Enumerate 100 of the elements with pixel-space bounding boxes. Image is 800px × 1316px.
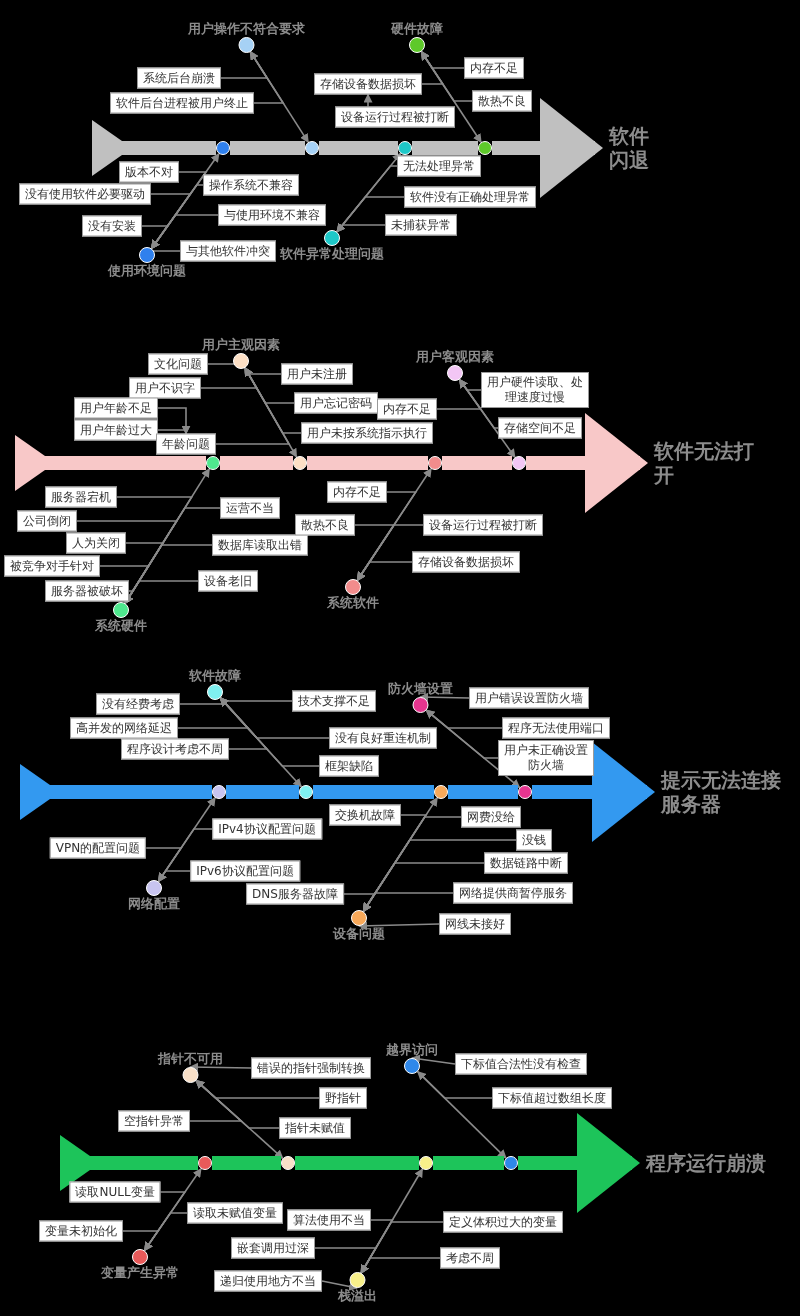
- cause-box: 内存不足: [377, 398, 437, 420]
- cause-box: 服务器被破坏: [45, 580, 129, 602]
- cause-box: 人为关闭: [66, 532, 126, 554]
- category-label: 变量产生异常: [101, 1265, 179, 1281]
- effect-label: 提示无法连接服务器: [655, 768, 796, 816]
- junction-dot: [419, 1156, 433, 1170]
- cause-box: 没有安装: [82, 215, 142, 237]
- cause-box: 软件没有正确处理异常: [404, 186, 536, 208]
- category-label: 用户主观因素: [202, 337, 280, 353]
- cause-box: 没有良好重连机制: [329, 727, 437, 749]
- cause-box: 用户错误设置防火墙: [469, 687, 589, 709]
- spine-line: [295, 1156, 419, 1170]
- spine-line: [313, 785, 434, 799]
- arrow: [244, 367, 302, 434]
- cause-box: 高并发的网络延迟: [70, 717, 178, 739]
- cause-box: 嵌套调用过深: [231, 1237, 315, 1259]
- category-label: 设备问题: [333, 926, 385, 942]
- bone-arrow: [249, 50, 309, 143]
- bone-arrow: [195, 1079, 284, 1160]
- cause-box: 变量未初始化: [39, 1220, 123, 1242]
- cause-box: 散热不良: [472, 90, 532, 112]
- cause-box: 内存不足: [327, 481, 387, 503]
- cause-box: 年龄问题: [156, 433, 216, 455]
- cause-box: 考虑不周: [440, 1247, 500, 1269]
- cause-box: 技术支撑不足: [292, 690, 376, 712]
- junction-dot: [198, 1156, 212, 1170]
- cause-box: 用户硬件读取、处理速度过慢: [481, 372, 589, 408]
- cause-box: 框架缺陷: [319, 755, 379, 777]
- bone-arrow: [420, 50, 482, 144]
- cause-box: 程序无法使用端口: [502, 717, 610, 739]
- spine-line: [412, 141, 478, 155]
- arrow: [416, 1070, 493, 1099]
- cause-box: 网络提供商暂停服务: [453, 882, 573, 904]
- cause-box: 递归使用地方不当: [214, 1270, 322, 1292]
- bone-arrow: [362, 797, 438, 913]
- cause-box: 未捕获异常: [385, 214, 457, 236]
- cause-box: 与使用环境不兼容: [218, 204, 326, 226]
- spine-arrow: [532, 742, 655, 842]
- cause-box: 设备老旧: [198, 570, 258, 592]
- cause-box: 用户未正确设置防火墙: [498, 740, 594, 776]
- cause-box: 无法处理异常: [397, 155, 481, 177]
- category-label: 使用环境问题: [108, 263, 186, 279]
- arrow: [157, 870, 191, 883]
- junction-dot: [398, 141, 412, 155]
- spine-line: [433, 1156, 504, 1170]
- cause-box: 错误的指针强制转换: [251, 1057, 371, 1079]
- arrow: [419, 692, 470, 702]
- cause-box: 算法使用不当: [287, 1209, 371, 1231]
- cause-box: 被竞争对手针对: [4, 555, 100, 577]
- arrow: [150, 214, 219, 250]
- cause-box: 没钱: [516, 829, 552, 851]
- junction-dot: [299, 785, 313, 799]
- category-label: 用户客观因素: [416, 349, 494, 365]
- cause-box: 下标值超过数组长度: [492, 1087, 612, 1109]
- cause-box: 用户年龄过大: [74, 419, 158, 441]
- arrow: [458, 378, 499, 429]
- spine-line: [448, 785, 518, 799]
- arrow: [249, 50, 285, 104]
- cause-box: 用户不识字: [129, 377, 201, 399]
- arrow: [420, 50, 473, 102]
- junction-dot: [305, 141, 319, 155]
- arrow: [411, 1054, 456, 1065]
- effect-label: 软件无法打开: [648, 439, 754, 487]
- cause-box: 操作系统不兼容: [203, 174, 299, 196]
- junction-dot: [293, 456, 307, 470]
- cause-box: 存储设备数据损坏: [412, 551, 520, 573]
- effect-label: 软件闪退: [603, 124, 659, 172]
- junction-dot: [518, 785, 532, 799]
- category-label: 软件故障: [189, 668, 241, 684]
- cause-box: 用户未按系统指示执行: [301, 422, 433, 444]
- junction-dot: [206, 456, 220, 470]
- spine-line: [307, 456, 428, 470]
- spine-line: [319, 141, 398, 155]
- junction-dot: [512, 456, 526, 470]
- cause-box: 读取未赋值变量: [187, 1202, 283, 1224]
- junction-dot: [478, 141, 492, 155]
- arrow: [189, 1079, 244, 1122]
- bone-arrow: [336, 152, 402, 233]
- spine-arrow: [518, 1113, 640, 1213]
- effect-label: 程序运行崩溃: [640, 1151, 796, 1175]
- cause-box: 程序设计考虑不周: [121, 738, 229, 760]
- cause-box: 内存不足: [464, 57, 524, 79]
- cause-box: 没有经费考虑: [96, 693, 180, 715]
- cause-box: 网线未接好: [439, 913, 511, 935]
- cause-box: 设备运行过程被打断: [423, 514, 543, 536]
- category-label: 软件异常处理问题: [280, 246, 384, 262]
- cause-box: 运营不当: [220, 497, 280, 519]
- arrow: [321, 1280, 358, 1291]
- category-label: 用户操作不符合要求: [187, 21, 305, 37]
- cause-box: 文化问题: [148, 353, 208, 375]
- spine-arrow: [492, 98, 603, 198]
- cause-box: 空指针异常: [118, 1110, 190, 1132]
- cause-box: 下标值合法性没有检查: [455, 1053, 587, 1075]
- arrow: [360, 1257, 441, 1274]
- cause-box: 指针未赋值: [279, 1117, 351, 1139]
- arrow: [219, 697, 320, 767]
- spine-line: [442, 456, 512, 470]
- arrow: [363, 93, 373, 108]
- cause-box: 野指针: [319, 1087, 367, 1109]
- cause-box: 软件后台进程被用户终止: [110, 92, 254, 114]
